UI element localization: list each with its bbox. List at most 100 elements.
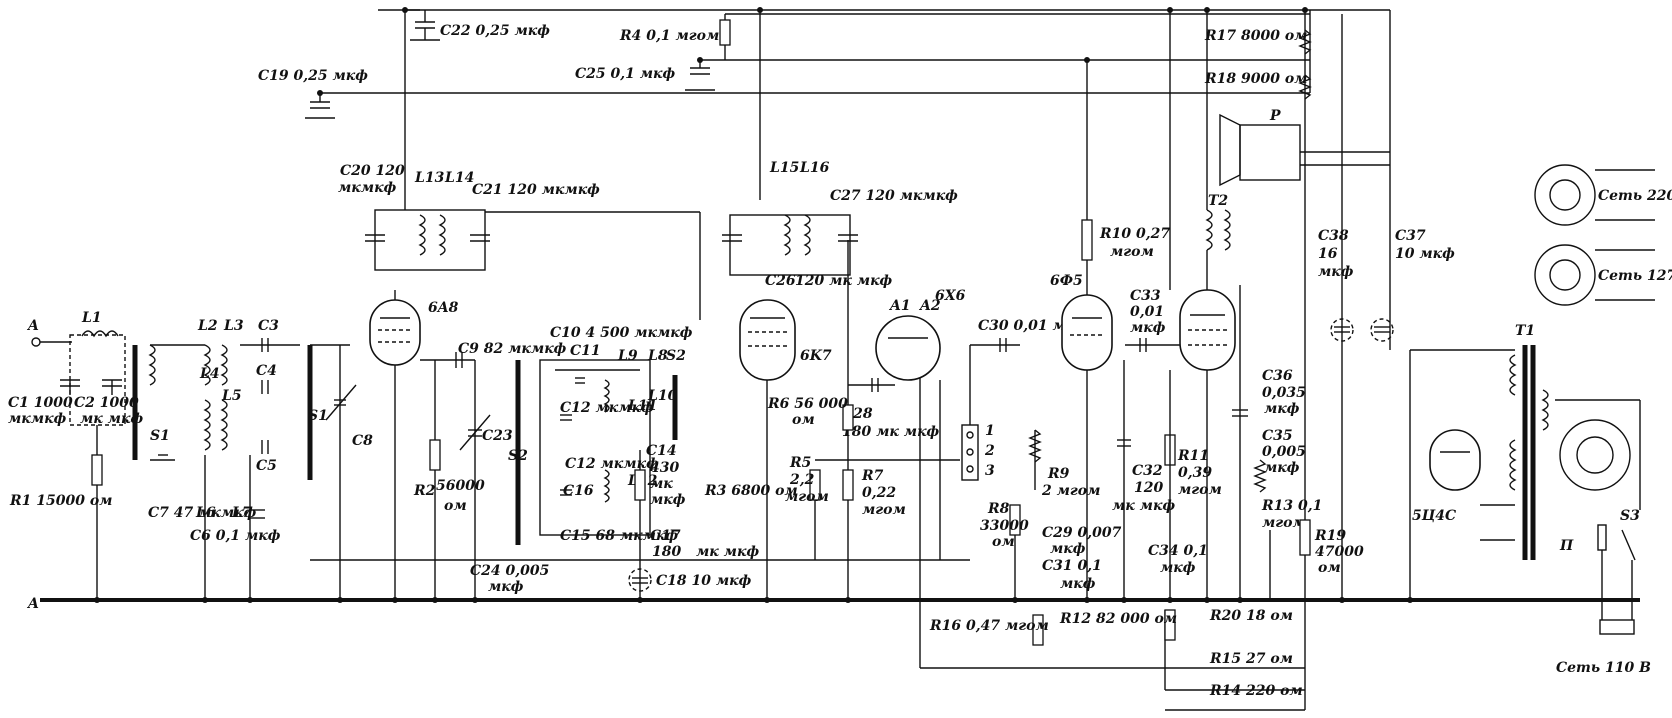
label-R8b: 33000 <box>980 518 1029 534</box>
label-L13: L13 <box>414 170 445 186</box>
label-R8: R8 <box>987 501 1010 517</box>
label-R9b: 2 мгом <box>1041 483 1100 499</box>
label-C5: C5 <box>256 458 277 474</box>
label-L14: L14 <box>444 170 474 186</box>
label-C38c: мкф <box>1318 264 1354 280</box>
label-tube-5C4S: 5Ц4С <box>1412 508 1456 524</box>
label-C37: C37 <box>1395 228 1426 244</box>
label-R5b: 2,2 <box>789 472 815 488</box>
label-C14b: 430 <box>650 460 679 476</box>
label-C26: C26 <box>765 273 796 289</box>
label-C23: C23 <box>482 428 513 444</box>
label-C14: C14 <box>646 443 677 459</box>
tube-6A8: 6A8 <box>369 9 459 600</box>
label-C20: C20 120 <box>340 163 405 179</box>
label-C18: C18 10 мкф <box>656 573 752 589</box>
label-L2: L2 <box>197 318 218 334</box>
label-R9: R9 <box>1047 466 1070 482</box>
label-T1: T1 <box>1515 323 1535 339</box>
bottom-bias-wires <box>919 10 1306 711</box>
label-tube-6F5: 6Ф5 <box>1050 273 1083 289</box>
mains-selector: Сеть 220 В Сеть 127 В <box>1534 164 1672 306</box>
label-R2c: ом <box>444 498 467 514</box>
label-C37b: 10 мкф <box>1395 246 1455 262</box>
label-C8: C8 <box>352 433 373 449</box>
label-C33c: мкф <box>1130 320 1166 336</box>
label-C31: C31 0,1 <box>1042 558 1102 574</box>
antenna-input: A A L1 C1 1000 мкмкф C2 1000 мк мкф R1 1… <box>8 310 143 612</box>
label-C21: C21 120 мкмкф <box>472 182 600 198</box>
label-S3: S3 <box>1620 508 1640 524</box>
label-R7b: 0,22 <box>862 485 896 501</box>
label-L9: L9 <box>617 348 638 364</box>
label-C19: C19 0,25 мкф <box>258 68 368 84</box>
label-fuse-P: П <box>1559 538 1574 554</box>
label-C36b: 0,035 <box>1262 385 1306 401</box>
filter-caps: C38 16 мкф C37 10 мкф <box>1318 14 1455 600</box>
if-transformer-2: L15 L16 C27 120 мкмкф C26 120 мк мкф <box>722 160 958 289</box>
tube-6F5: 6Ф5 R10 0,27 мгом C33 0,01 мкф C32 120 м… <box>1050 60 1180 600</box>
label-R20: R20 18 ом <box>1209 608 1293 624</box>
label-R5: R5 <box>789 455 811 471</box>
label-R16: R16 0,47 мгом <box>929 618 1049 634</box>
label-R5c: мгом <box>785 489 829 505</box>
label-R7: R7 <box>861 468 884 484</box>
label-L16: L16 <box>799 160 830 176</box>
label-A1: A1 <box>888 298 911 314</box>
r4-c25: R4 0,1 мгом C25 0,1 мкф <box>575 10 761 200</box>
divider-chain: R17 8000 ом R18 9000 ом R19 47000 ом R20… <box>1204 28 1364 699</box>
audio-input-components: C30 0,01 мкф R9 2 мгом R8 33000 ом C29 0… <box>929 318 1122 646</box>
rf-stage-components: C9 82 мкмкф R2 56000 ом C23 S2 C24 0,005… <box>413 341 567 600</box>
label-C3: C3 <box>258 318 279 334</box>
label-C2: C2 1000 <box>74 395 139 411</box>
label-R4: R4 0,1 мгом <box>619 28 719 44</box>
label-R11c: мгом <box>1178 482 1222 498</box>
label-C38: C38 <box>1318 228 1349 244</box>
power-supply: T1 5Ц4С П S3 Сеть 110 В <box>1409 323 1651 676</box>
tube-6F6: T2 R11 0,39 мгом C34 0,1 мкф C36 0,035 м… <box>1059 10 1322 641</box>
label-C34b: мкф <box>1160 560 1196 576</box>
label-C22: C22 0,25 мкф <box>440 23 550 39</box>
label-C29: C29 0,007 <box>1042 525 1122 541</box>
label-C13: C12 мкмкф <box>565 456 659 472</box>
label-C34: C34 0,1 <box>1148 543 1208 559</box>
tube-6K7: 6K7 <box>739 299 832 600</box>
label-C10: C10 4 500 мкмкф <box>550 325 693 341</box>
label-P: P <box>1269 108 1281 124</box>
label-S1b: S1 <box>308 408 328 424</box>
label-T2: T2 <box>1208 193 1228 209</box>
label-C38b: 16 <box>1318 246 1338 262</box>
label-C29b: мкф <box>1050 541 1086 557</box>
label-R6: R6 56 000 <box>767 396 848 412</box>
label-S2a: S2 <box>508 448 528 464</box>
label-R14: R14 220 ом <box>1209 683 1303 699</box>
label-C20b: мкмкф <box>338 180 397 196</box>
label-S1a: S1 <box>150 428 170 444</box>
label-L8: L8 <box>647 348 668 364</box>
label-C33b: 0,01 <box>1130 304 1164 320</box>
label-R8c: ом <box>992 534 1015 550</box>
label-C32: C32 <box>1132 463 1163 479</box>
label-C17: C17 <box>650 528 681 544</box>
label-C24b: мкф <box>488 579 524 595</box>
label-R15: R15 27 ом <box>1209 651 1293 667</box>
label-C25: C25 0,1 мкф <box>575 66 676 82</box>
label-C36: C36 <box>1262 368 1293 384</box>
label-R7c: мгом <box>862 502 906 518</box>
trimmer-bank: C3 C4 C5 S1 C8 <box>240 318 373 600</box>
oscillator-block: C11 C10 4 500 мкмкф L9 L8 S2 L10 L11 L12… <box>310 325 970 600</box>
junction-dots <box>94 7 1413 603</box>
label-L7: L7 <box>231 505 252 521</box>
if-transformer-1: L13 L14 C20 120 мкмкф C21 120 мкмкф <box>338 163 701 320</box>
label-sw3: 3 <box>985 463 995 479</box>
label-C7: C7 47 мкмкф <box>148 505 257 521</box>
label-C35c: мкф <box>1264 460 1300 476</box>
label-C4: C4 <box>256 363 277 379</box>
speaker-P: P <box>1219 108 1390 187</box>
tone-switch: 1 2 3 <box>961 344 1020 481</box>
label-sw1: 1 <box>985 423 995 439</box>
label-C17c: мк мкф <box>696 544 759 560</box>
label-net220: Сеть 220 В <box>1598 188 1672 204</box>
input-coils: L2 L3 L4 L5 L6 L7 S1 C7 47 мкмкф C6 0,1 … <box>132 318 281 600</box>
label-tube-6A8: 6A8 <box>428 300 459 316</box>
